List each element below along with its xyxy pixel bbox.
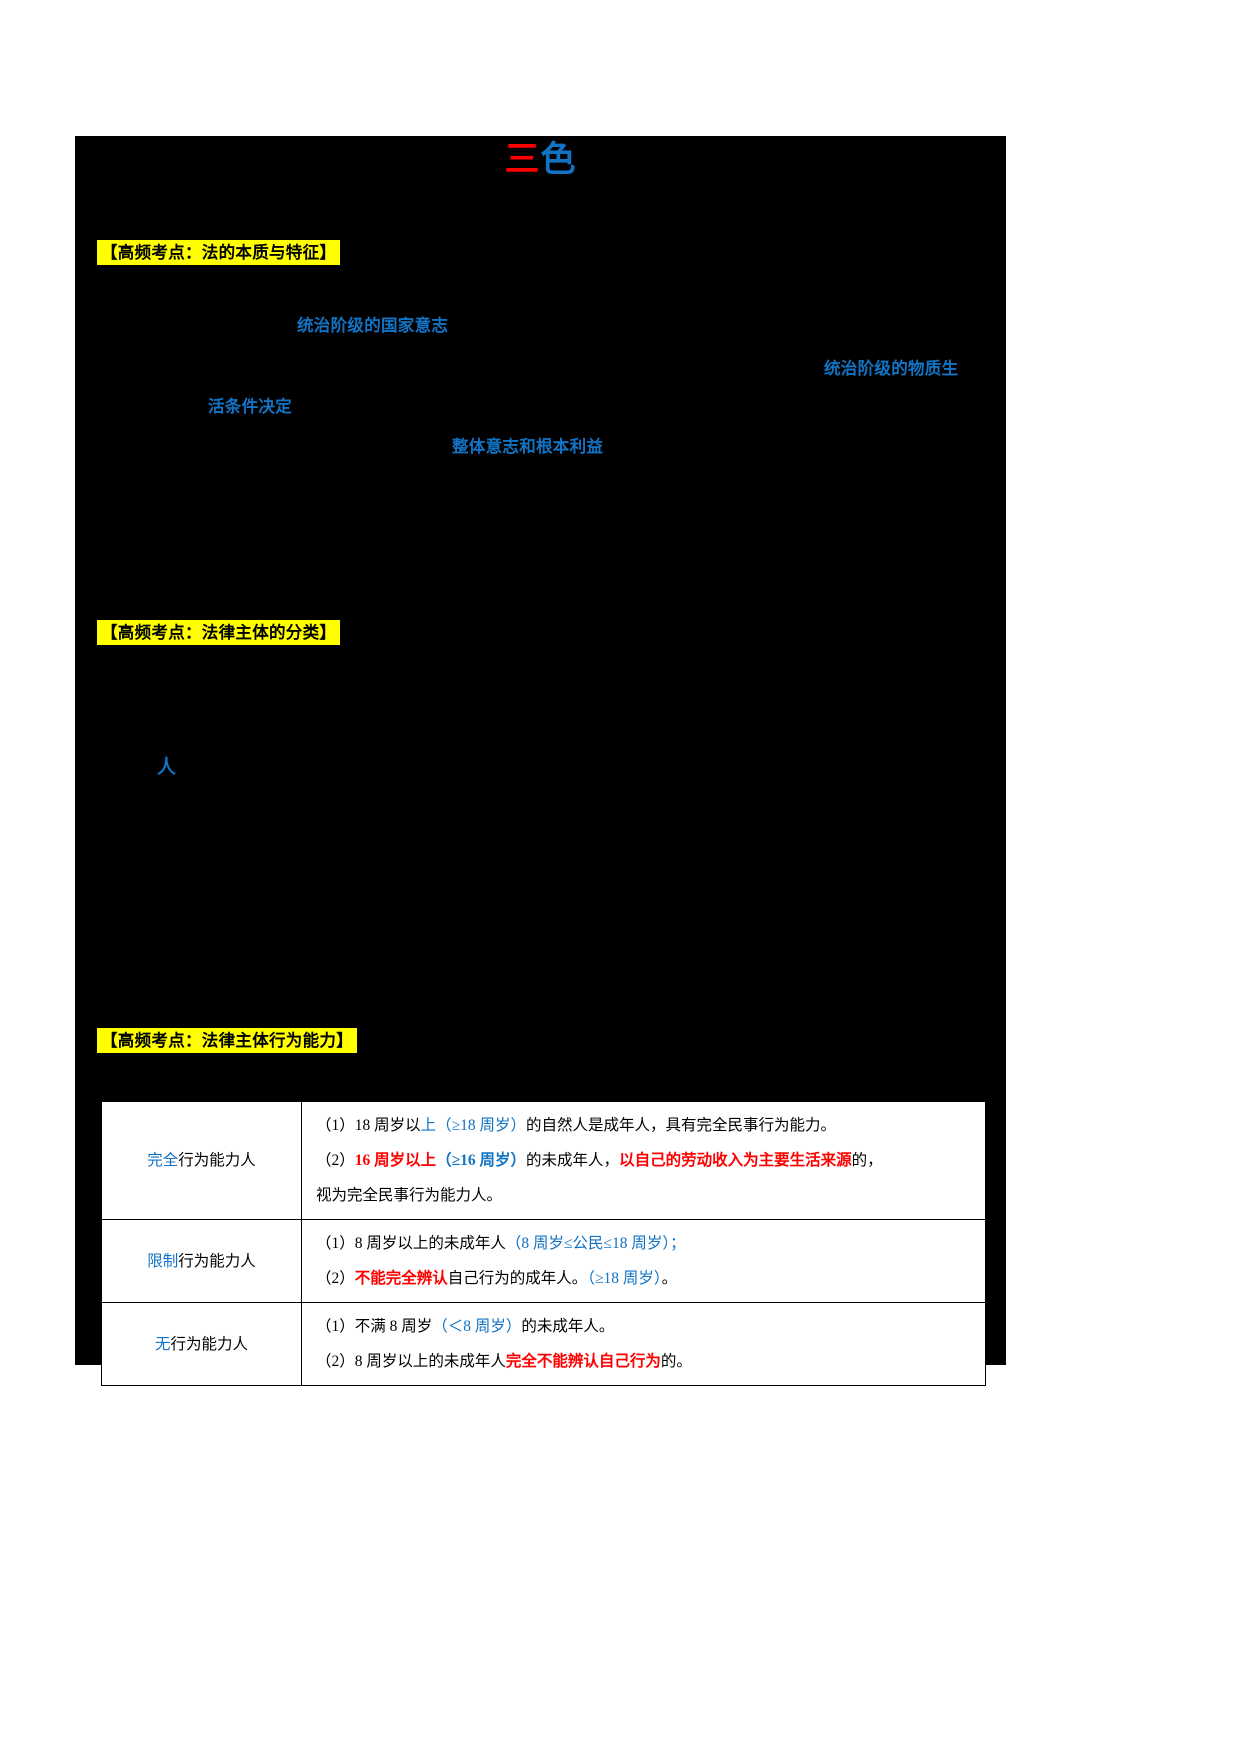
capacity-label-keyword: 无 bbox=[154, 1335, 171, 1353]
section-header-subject-capacity: 【高频考点：法律主体行为能力】 bbox=[97, 1028, 357, 1053]
highlight-fragment-collective-will: 整体意志和根本利益 bbox=[452, 437, 604, 456]
text-segment: 以自己的劳动收入为主要生活来源 bbox=[619, 1152, 852, 1169]
table-row: 限制行为能力人（1）8 周岁以上的未成年人（8 周岁≤公民≤18 周岁）；（2）… bbox=[101, 1219, 986, 1303]
capacity-body-line: （1）18 周岁以上（≥18 周岁）的自然人是成年人，具有完全民事行为能力。 bbox=[316, 1108, 977, 1143]
capacity-body-line: （2）8 周岁以上的未成年人完全不能辨认自己行为的。 bbox=[316, 1344, 977, 1379]
capacity-body-line: （2）16 周岁以上（≥16 周岁）的未成年人，以自己的劳动收入为主要生活来源的… bbox=[316, 1143, 977, 1178]
capacity-body-line: （1）8 周岁以上的未成年人（8 周岁≤公民≤18 周岁）； bbox=[316, 1226, 977, 1261]
capacity-label-cell: 完全行为能力人 bbox=[101, 1101, 302, 1220]
text-segment: 16 周岁以上 bbox=[354, 1152, 437, 1169]
highlight-fragment-person: 人 bbox=[157, 757, 177, 778]
capacity-label-cell: 限制行为能力人 bbox=[101, 1219, 302, 1303]
text-segment: （＜8 周岁） bbox=[432, 1318, 522, 1335]
capacity-body-cell: （1）18 周岁以上（≥18 周岁）的自然人是成年人，具有完全民事行为能力。（2… bbox=[301, 1101, 986, 1220]
capacity-label-rest: 行为能力人 bbox=[170, 1335, 249, 1353]
text-segment: 不能完全辨认 bbox=[354, 1270, 448, 1287]
text-segment: 的。 bbox=[660, 1353, 692, 1370]
text-segment: （≥18 周岁） bbox=[587, 1270, 662, 1287]
highlight-fragment-state-will: 统治阶级的国家意志 bbox=[297, 316, 449, 335]
text-segment: （2） bbox=[316, 1270, 355, 1287]
highlight-fragment-material-conditions-b: 活条件决定 bbox=[208, 397, 292, 416]
capacity-body-line: 视为完全民事行为能力人。 bbox=[316, 1178, 977, 1213]
text-segment: （≥16 周岁） bbox=[436, 1152, 527, 1169]
text-segment: 的未成年人， bbox=[526, 1152, 620, 1169]
capacity-label-cell: 无行为能力人 bbox=[101, 1302, 302, 1386]
section-header-law-nature: 【高频考点：法的本质与特征】 bbox=[97, 240, 341, 265]
capacity-body-cell: （1）不满 8 周岁（＜8 周岁）的未成年人。（2）8 周岁以上的未成年人完全不… bbox=[301, 1302, 986, 1386]
text-segment: （1）18 周岁以 bbox=[316, 1117, 421, 1134]
text-segment: 的， bbox=[851, 1152, 883, 1169]
capacity-body-cell: （1）8 周岁以上的未成年人（8 周岁≤公民≤18 周岁）；（2）不能完全辨认自… bbox=[301, 1219, 986, 1303]
capacity-table: 完全行为能力人（1）18 周岁以上（≥18 周岁）的自然人是成年人，具有完全民事… bbox=[101, 1101, 986, 1386]
table-row: 完全行为能力人（1）18 周岁以上（≥18 周岁）的自然人是成年人，具有完全民事… bbox=[101, 1101, 986, 1220]
section-header-subject-classification: 【高频考点：法律主体的分类】 bbox=[97, 620, 341, 645]
text-segment: 。 bbox=[661, 1270, 678, 1287]
capacity-label-keyword: 限制 bbox=[147, 1252, 179, 1270]
text-segment: 自己行为的成年人。 bbox=[447, 1270, 588, 1287]
capacity-label-rest: 行为能力人 bbox=[178, 1152, 256, 1169]
capacity-table-body: 完全行为能力人（1）18 周岁以上（≥18 周岁）的自然人是成年人，具有完全民事… bbox=[101, 1101, 986, 1386]
text-segment: （8 周岁≤公民≤18 周岁）； bbox=[505, 1235, 686, 1252]
text-segment: （1）8 周岁以上的未成年人 bbox=[316, 1235, 506, 1252]
text-segment: （2） bbox=[316, 1152, 355, 1169]
capacity-body-line: （2）不能完全辨认自己行为的成年人。（≥18 周岁）。 bbox=[316, 1261, 977, 1296]
text-segment: 上（≥18 周岁） bbox=[420, 1117, 527, 1134]
capacity-label-rest: 行为能力人 bbox=[178, 1252, 256, 1270]
table-row: 无行为能力人（1）不满 8 周岁（＜8 周岁）的未成年人。（2）8 周岁以上的未… bbox=[101, 1302, 986, 1386]
text-segment: 的未成年人。 bbox=[521, 1318, 615, 1335]
text-segment: （2）8 周岁以上的未成年人 bbox=[316, 1353, 506, 1370]
capacity-label-keyword: 完全 bbox=[147, 1152, 179, 1169]
highlight-fragment-material-conditions-a: 统治阶级的物质生 bbox=[824, 359, 959, 378]
page-title: 三色 bbox=[75, 138, 1006, 182]
text-segment: 的自然人是成年人，具有完全民事行为能力。 bbox=[526, 1117, 837, 1134]
text-segment: 视为完全民事行为能力人。 bbox=[316, 1187, 503, 1204]
page-title-char-1: 色 bbox=[540, 140, 577, 179]
text-segment: 完全不能辨认自己行为 bbox=[505, 1353, 661, 1370]
capacity-body-line: （1）不满 8 周岁（＜8 周岁）的未成年人。 bbox=[316, 1309, 977, 1344]
text-segment: （1）不满 8 周岁 bbox=[316, 1318, 433, 1335]
page-title-char-0: 三 bbox=[504, 140, 541, 179]
